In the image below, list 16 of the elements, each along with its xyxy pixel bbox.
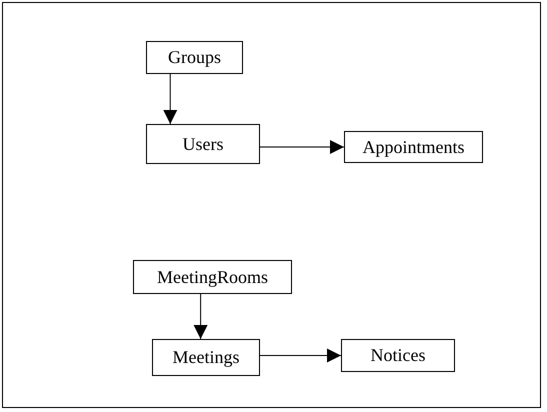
arrow — [194, 294, 208, 340]
entity-box — [133, 260, 292, 294]
entity-name: Notices — [370, 345, 426, 366]
entity-name: Groups — [168, 47, 221, 68]
arrow — [260, 140, 344, 154]
arrow — [260, 348, 342, 362]
arrow — [163, 74, 178, 124]
entity-name: MeetingRooms — [157, 266, 268, 288]
entity-box — [341, 339, 455, 372]
entity-box — [152, 339, 260, 376]
entity-box — [146, 124, 260, 164]
entity-name: Users — [182, 134, 224, 154]
entity-box — [146, 41, 243, 74]
entity-name: Appointments — [362, 136, 464, 158]
entity-name: Meetings — [172, 347, 240, 368]
entity-box — [344, 131, 483, 163]
